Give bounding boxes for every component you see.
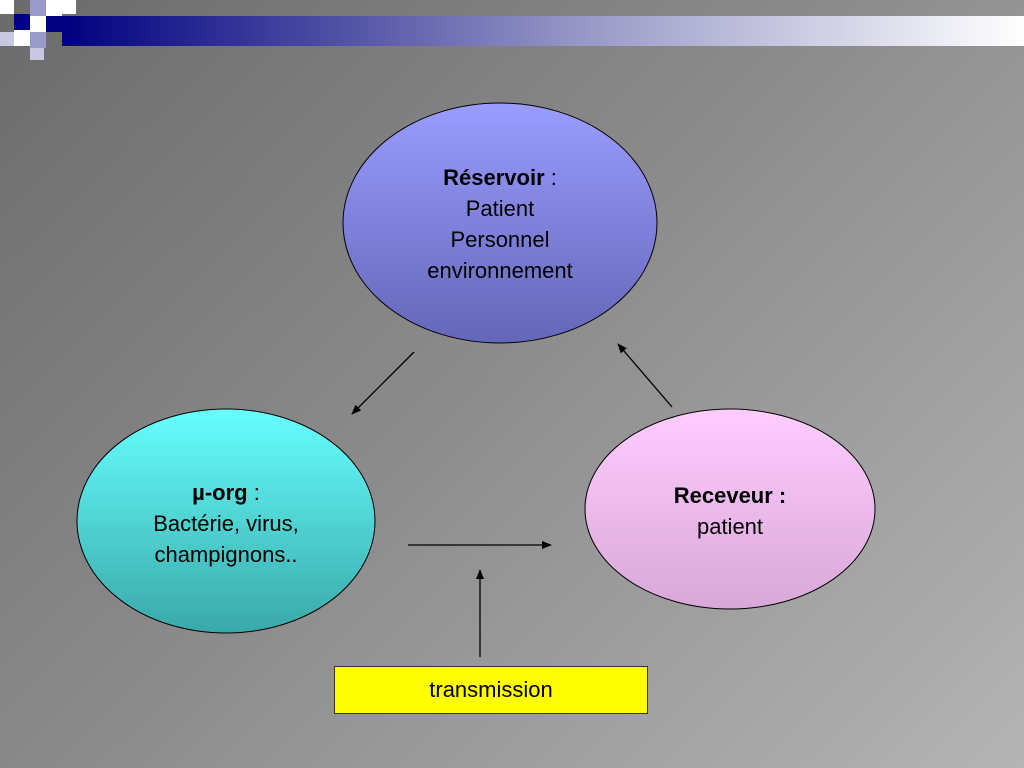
header-checker-decoration [0,0,76,60]
receveur-title: Receveur : [673,483,787,508]
reservoir-line-environnement: environnement [427,258,573,283]
micro-organism-text: µ-org : Bactérie, virus, champignons.. [106,477,346,570]
micro-organism-title: µ-org [192,480,248,505]
micro-organism-title-separator: : [247,480,260,505]
arrow-reservoir-to-micro [351,351,415,415]
micro-organism-line-2: champignons.. [154,542,298,567]
reservoir-line-patient: Patient [465,196,535,221]
micro-organism-ellipse [76,408,376,634]
receveur-text: Receveur : patient [610,480,850,542]
reservoir-title-separator: : [544,165,557,190]
reservoir-title: Réservoir [443,165,545,190]
micro-organism-line-1: Bactérie, virus, [153,511,299,536]
reservoir-text: Réservoir : Patient Personnel environnem… [380,162,620,286]
transmission-box: transmission [334,666,648,714]
reservoir-line-personnel: Personnel [450,227,550,252]
receveur-ellipse [584,408,876,610]
header-gradient-bar [62,16,1024,46]
transmission-label: transmission [429,677,553,702]
receveur-line-patient: patient [696,514,764,539]
reservoir-ellipse [342,102,658,344]
arrow-receveur-to-reservoir [617,343,673,408]
